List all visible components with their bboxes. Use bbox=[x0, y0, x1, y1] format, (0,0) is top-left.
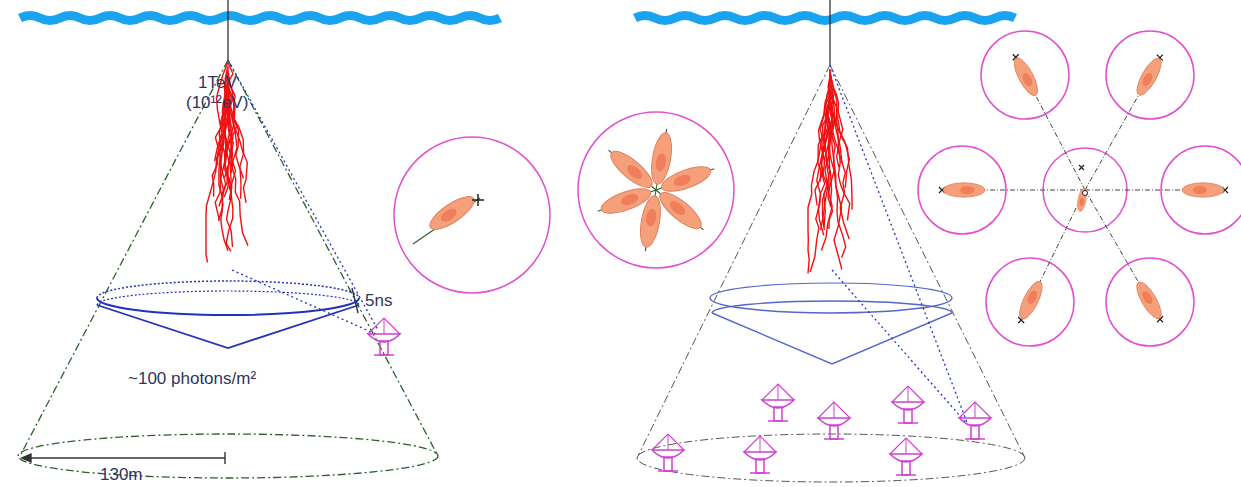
stroke bbox=[830, 79, 842, 163]
stroke bbox=[981, 31, 1069, 119]
air-shower bbox=[808, 69, 852, 273]
camera-view bbox=[578, 112, 734, 268]
sea-surface bbox=[20, 16, 500, 21]
light-front bbox=[710, 283, 952, 364]
stroke bbox=[1106, 258, 1194, 346]
sea-surface bbox=[635, 16, 1015, 21]
stroke bbox=[1043, 148, 1127, 232]
stroke bbox=[655, 187, 706, 234]
stroke bbox=[986, 258, 1074, 346]
stroke bbox=[606, 146, 657, 193]
stroke bbox=[1132, 279, 1165, 322]
stroke bbox=[1106, 31, 1194, 119]
stroke bbox=[1083, 191, 1088, 196]
annotation-label: 1TeV bbox=[198, 74, 237, 93]
annotation-label: (10¹²eV) bbox=[186, 94, 248, 113]
stereo-views bbox=[918, 31, 1241, 346]
stroke bbox=[1133, 55, 1166, 98]
stroke bbox=[1182, 183, 1224, 197]
light-cone bbox=[18, 60, 438, 478]
air-shower bbox=[206, 62, 248, 262]
stroke bbox=[830, 106, 849, 239]
stroke bbox=[1015, 278, 1046, 322]
light-front bbox=[97, 281, 359, 348]
stroke bbox=[817, 95, 830, 236]
stroke bbox=[829, 74, 852, 210]
annotation-label: 5ns bbox=[365, 292, 392, 311]
radius-arrow bbox=[22, 452, 225, 464]
annotation-label: ~100 photons/m² bbox=[128, 370, 256, 389]
light-cone bbox=[637, 65, 1025, 482]
stroke bbox=[810, 99, 830, 273]
stroke bbox=[648, 131, 675, 185]
stroke bbox=[830, 69, 850, 220]
stroke bbox=[943, 183, 985, 197]
camera-view bbox=[394, 137, 550, 293]
stroke bbox=[1076, 188, 1088, 212]
stroke bbox=[1079, 165, 1084, 170]
stroke bbox=[1010, 55, 1042, 99]
stroke bbox=[598, 184, 653, 219]
annotation-label: 130m bbox=[100, 466, 143, 485]
